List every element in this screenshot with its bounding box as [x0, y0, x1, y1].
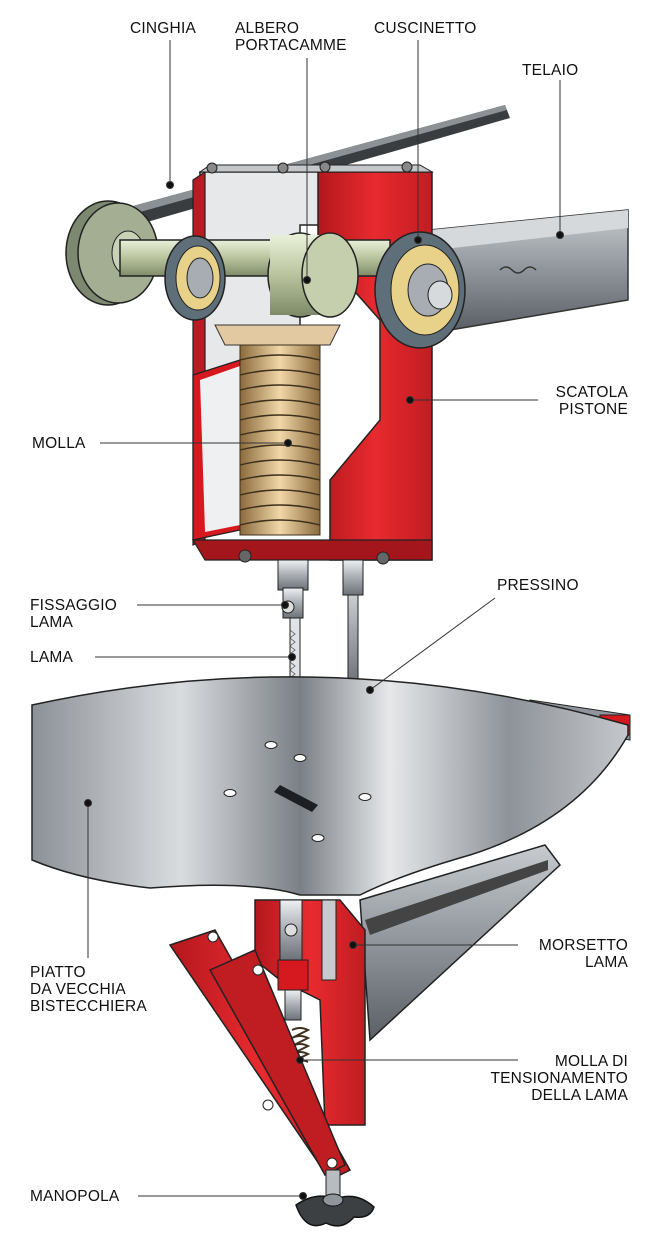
label-albero-line1: ALBERO: [235, 20, 300, 37]
label-cinghia: CINGHIA: [130, 20, 196, 37]
label-molla-tens-line1: MOLLA DI: [554, 1053, 628, 1070]
label-cuscinetto: CUSCINETTO: [374, 20, 476, 37]
label-morsetto-line1: MORSETTO: [538, 937, 628, 954]
label-scatola-line1: SCATOLA: [555, 384, 628, 401]
leader-lines: [84, 40, 564, 1200]
label-piatto-line2: DA VECCHIA: [30, 981, 126, 998]
label-molla-tens-line2: TENSIONAMENTO: [490, 1070, 628, 1087]
label-pressino: PRESSINO: [497, 577, 579, 594]
label-albero-line2: PORTACAMME: [235, 37, 347, 54]
label-lama: LAMA: [30, 649, 73, 666]
label-manopola: MANOPOLA: [30, 1188, 119, 1205]
label-cinghia-line1: CINGHIA: [130, 20, 196, 37]
label-fissaggio-line1: FISSAGGIO: [30, 597, 118, 614]
label-piatto-line1: PIATTO: [30, 964, 86, 981]
label-telaio-line1: TELAIO: [522, 62, 579, 79]
label-piatto: PIATTO DA VECCHIA BISTECCHIERA: [30, 964, 147, 1015]
bearing-right: [374, 231, 466, 349]
blade-rods: [277, 559, 364, 686]
label-albero-portacamme: ALBERO PORTACAMME: [235, 20, 347, 54]
label-scatola-pistone: SCATOLA PISTONE: [556, 384, 628, 418]
label-molla-line1: MOLLA: [32, 435, 86, 452]
label-molla: MOLLA: [32, 435, 86, 452]
tension-lever: [168, 929, 352, 1181]
label-fissaggio-line2: LAMA: [30, 614, 74, 631]
label-morsetto-lama: MORSETTO LAMA: [539, 937, 628, 971]
label-telaio: TELAIO: [522, 62, 578, 79]
camshaft: [119, 232, 391, 318]
bearing-left: [164, 235, 226, 321]
label-piatto-line3: BISTECCHIERA: [30, 998, 147, 1015]
label-lama-line1: LAMA: [30, 649, 74, 666]
spring: [214, 324, 341, 536]
label-manopola-line1: MANOPOLA: [30, 1188, 120, 1205]
label-pressino-line1: PRESSINO: [497, 577, 579, 594]
plate: [31, 676, 629, 896]
label-molla-tensionamento: MOLLA DI TENSIONAMENTO DELLA LAMA: [490, 1053, 628, 1104]
label-cuscinetto-line1: CUSCINETTO: [374, 20, 477, 37]
label-morsetto-line2: LAMA: [584, 954, 628, 971]
blade-clamp: [254, 899, 366, 1126]
label-scatola-line2: PISTONE: [558, 401, 628, 418]
label-molla-tens-line3: DELLA LAMA: [531, 1087, 628, 1104]
label-fissaggio-lama: FISSAGGIO LAMA: [30, 597, 117, 631]
knob: [295, 1169, 375, 1227]
tension-spring: [291, 899, 337, 1063]
